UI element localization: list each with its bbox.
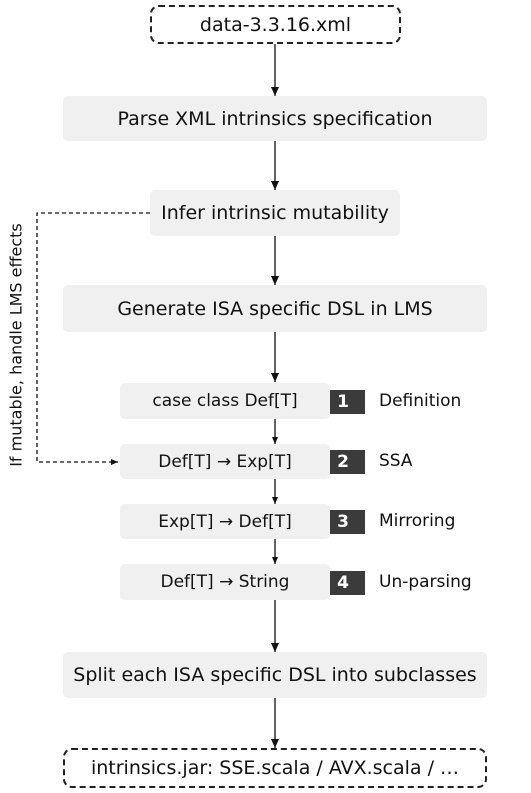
- mutability-side-label: If mutable, handle LMS effects: [6, 223, 26, 467]
- mutability-feedback-dashed-arrow: [36, 212, 150, 465]
- input-file-node: data-3.3.16.xml: [150, 5, 401, 44]
- parse-step-node: Parse XML intrinsics specification: [63, 96, 487, 141]
- step-1-number: 1: [337, 392, 349, 412]
- lms-step-4-code: Def[T] → String: [160, 572, 290, 592]
- lms-step-2-code: Def[T] → Exp[T]: [158, 451, 292, 472]
- step-4-caption: Un-parsing: [379, 572, 472, 592]
- input-file-label: data-3.3.16.xml: [199, 13, 352, 36]
- infer-step-label: Infer intrinsic mutability: [161, 202, 389, 224]
- lms-step-4-node: Def[T] → String: [120, 564, 330, 600]
- generate-step-label: Generate ISA specific DSL in LMS: [117, 297, 433, 320]
- lms-step-1-node: case class Def[T]: [120, 383, 330, 419]
- step-2-number: 2: [337, 452, 349, 472]
- output-file-label: intrinsics.jar: SSE.scala / AVX.scala / …: [90, 757, 460, 779]
- split-step-node: Split each ISA specific DSL into subclas…: [63, 652, 487, 698]
- step-3-number: 3: [337, 512, 349, 532]
- generate-step-node: Generate ISA specific DSL in LMS: [63, 285, 487, 332]
- lms-step-3-node: Exp[T] → Def[T]: [120, 504, 330, 539]
- step-3-caption: Mirroring: [379, 511, 456, 531]
- lms-step-1-code: case class Def[T]: [152, 391, 298, 411]
- lms-step-3-code: Exp[T] → Def[T]: [158, 511, 292, 532]
- step-1-caption: Definition: [379, 391, 462, 411]
- step-4-number: 4: [337, 573, 349, 593]
- output-file-node: intrinsics.jar: SSE.scala / AVX.scala / …: [63, 748, 487, 788]
- parse-step-label: Parse XML intrinsics specification: [117, 107, 433, 130]
- infer-step-node: Infer intrinsic mutability: [150, 190, 400, 236]
- split-step-label: Split each ISA specific DSL into subclas…: [73, 664, 477, 686]
- step-2-caption: SSA: [379, 451, 413, 471]
- lms-step-2-node: Def[T] → Exp[T]: [120, 444, 330, 479]
